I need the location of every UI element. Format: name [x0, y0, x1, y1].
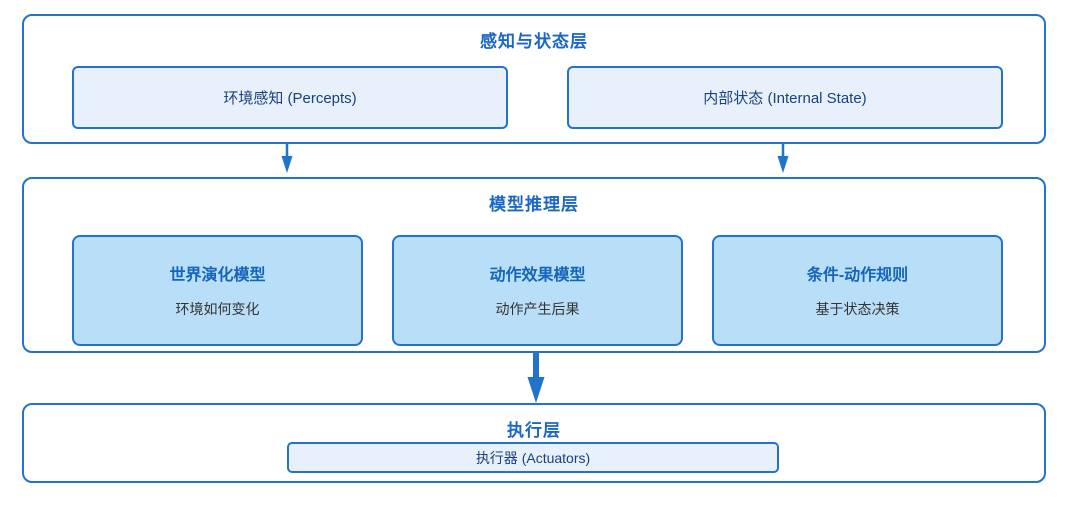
action-effect-model-subtitle: 动作产生后果: [495, 301, 580, 317]
percepts-box: 环境感知 (Percepts): [72, 66, 508, 129]
arrow-model-to-execution: [527, 351, 545, 403]
actuators-box-label: 执行器 (Actuators): [475, 449, 591, 466]
world-evolution-model-box: 世界演化模型 环境如何变化: [72, 235, 363, 346]
world-evolution-model-subtitle: 环境如何变化: [175, 301, 260, 317]
world-evolution-model-title: 世界演化模型: [169, 267, 266, 284]
action-effect-model-box: 动作效果模型 动作产生后果: [392, 235, 683, 346]
execution-layer-title: 执行层: [507, 421, 561, 440]
arrow-internal-state-to-model: [777, 142, 789, 173]
execution-layer: 执行层 执行器 (Actuators): [22, 403, 1046, 483]
model-layer-title: 模型推理层: [489, 195, 579, 214]
perception-layer-title: 感知与状态层: [480, 32, 588, 51]
arrow-percepts-to-model: [281, 142, 293, 173]
condition-action-rules-title: 条件-动作规则: [806, 267, 909, 284]
internal-state-box-label: 内部状态 (Internal State): [703, 90, 867, 107]
percepts-box-label: 环境感知 (Percepts): [223, 90, 357, 107]
action-effect-model-title: 动作效果模型: [489, 267, 586, 284]
model-reasoning-layer: 模型推理层 世界演化模型 环境如何变化 动作效果模型 动作产生后果 条件-动作规…: [22, 177, 1046, 353]
internal-state-box: 内部状态 (Internal State): [567, 66, 1003, 129]
condition-action-rules-subtitle: 基于状态决策: [815, 301, 900, 317]
perception-state-layer: 感知与状态层 环境感知 (Percepts) 内部状态 (Internal St…: [22, 14, 1046, 144]
condition-action-rules-box: 条件-动作规则 基于状态决策: [712, 235, 1003, 346]
actuators-box: 执行器 (Actuators): [287, 442, 779, 473]
